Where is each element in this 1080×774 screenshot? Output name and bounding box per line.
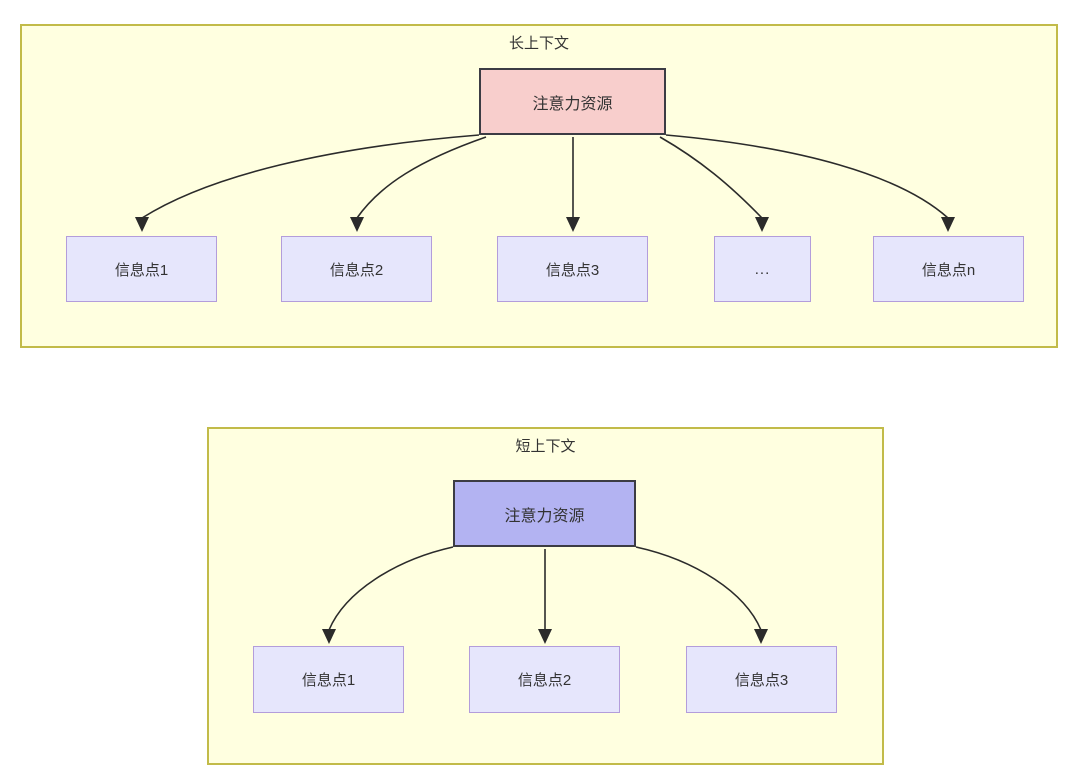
node-info-point-long-ellipsis[interactable]: ... bbox=[714, 236, 811, 302]
node-attention-resource-long[interactable]: 注意力资源 bbox=[479, 68, 666, 135]
node-label: 信息点1 bbox=[114, 261, 169, 279]
node-label: 信息点1 bbox=[301, 672, 356, 689]
node-info-point-short-1[interactable]: 信息点1 bbox=[253, 646, 404, 713]
group-long-context-title: 长上下文 bbox=[508, 35, 569, 52]
group-short-context: 短上下文 bbox=[207, 427, 884, 765]
node-label: 信息点3 bbox=[734, 672, 789, 689]
node-info-point-long-1[interactable]: 信息点1 bbox=[66, 236, 217, 302]
node-label: 信息点2 bbox=[329, 261, 384, 279]
node-label: 注意力资源 bbox=[532, 95, 613, 113]
node-label: 注意力资源 bbox=[504, 507, 585, 525]
node-info-point-long-3[interactable]: 信息点3 bbox=[497, 236, 648, 302]
node-attention-resource-short[interactable]: 注意力资源 bbox=[453, 480, 636, 547]
node-label: ... bbox=[754, 260, 771, 278]
node-info-point-short-2[interactable]: 信息点2 bbox=[469, 646, 620, 713]
node-label: 信息点3 bbox=[545, 261, 600, 279]
node-info-point-short-3[interactable]: 信息点3 bbox=[686, 646, 837, 713]
group-short-context-title: 短上下文 bbox=[515, 438, 576, 455]
node-info-point-long-n[interactable]: 信息点n bbox=[873, 236, 1024, 302]
node-label: 信息点n bbox=[921, 261, 976, 279]
node-info-point-long-2[interactable]: 信息点2 bbox=[281, 236, 432, 302]
node-label: 信息点2 bbox=[517, 672, 572, 689]
